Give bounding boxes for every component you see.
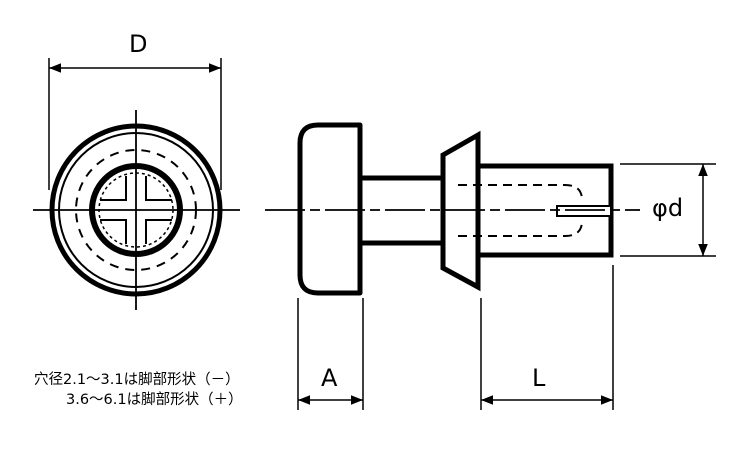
note-line-2: 3.6～6.1は脚部形状（＋）: [66, 392, 243, 408]
front-view: [33, 58, 240, 310]
cross-recess-icon: [100, 176, 172, 244]
dimension-label-A: A: [321, 364, 338, 392]
dimension-label-d: φd: [650, 194, 686, 222]
dimension-label-D: D: [129, 30, 148, 58]
side-view: [265, 122, 716, 410]
dimension-label-L: L: [532, 364, 546, 392]
note-line-1: 穴径2.1～3.1は脚部形状（－）: [34, 372, 240, 388]
